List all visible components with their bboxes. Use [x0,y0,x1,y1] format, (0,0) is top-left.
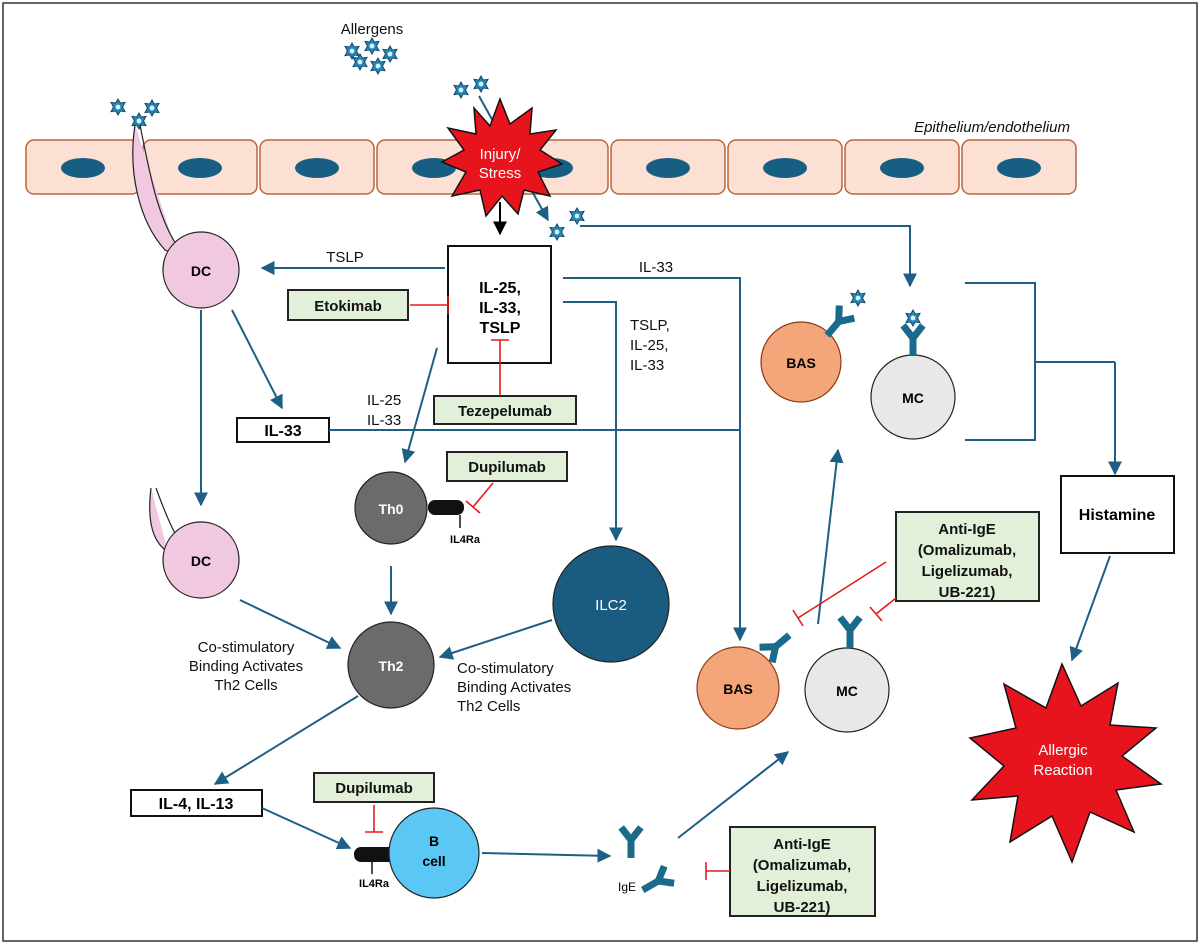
anti-ige-mid-inhibition-bas [797,561,887,619]
dupilumab-box-bottom: Dupilumab [313,772,435,803]
epithelium-label: Epithelium/endothelium [914,119,1070,136]
bas-cell-top: BAS [760,289,866,403]
il33-label: IL-33 [639,259,673,276]
allergen-cluster-top [344,37,398,75]
dc-cell-lower: DC [149,487,240,599]
th2-cell: Th2 [347,621,435,709]
mc-cell-bottom: MC [804,615,890,733]
bcell-label-1: B [429,833,439,849]
anti-ige-mid-line2: (Omalizumab, [918,542,1016,559]
costim-left-line3: Th2 Cells [214,677,277,694]
histamine-label: Histamine [1079,507,1156,524]
histamine-to-reaction-arrow [1069,555,1111,662]
costim-right-line2: Binding Activates [457,679,571,696]
tslp-il25-il33-il33: IL-33 [630,357,664,374]
cytokines-to-th0-arrow [401,347,438,464]
allergen-cluster-entering [549,207,585,241]
il4-to-bcell-arrow [261,807,352,850]
cytokine-il33: IL-33, [479,300,521,317]
ige-to-cells-arrow [677,751,790,839]
costim-right-line3: Th2 Cells [457,698,520,715]
ilc2-label: ILC2 [595,597,627,614]
dc-cell-top: DC [162,231,240,309]
tezepelumab-label: Tezepelumab [458,403,552,420]
ilc2-cell: ILC2 [552,545,670,663]
anti-ige-mid-line1: Anti-IgE [938,521,996,538]
allergic-reaction-burst [968,662,1163,865]
il25-il33-il25: IL-25 [367,392,401,409]
il4ra-receptor-top [428,500,464,528]
dc-label-top: DC [191,263,211,279]
histamine-box [1060,475,1175,554]
ilc2-to-th2-arrow [438,619,553,660]
il33-to-bas-arrow [563,277,747,642]
costim-left-line2: Binding Activates [189,658,303,675]
dc-label-lower: DC [191,553,211,569]
reaction-label: Reaction [1033,762,1092,779]
cytokine-il25: IL-25, [479,280,521,297]
il4ra-label-bottom: IL4Ra [359,878,390,890]
anti-ige-mid-line4: UB-221) [939,584,996,601]
cells-activation-arrow [817,448,844,625]
il4ra-receptor-bottom [354,847,396,874]
tslp-il25-il33-tslp: TSLP, [630,317,670,334]
costim-left-line1: Co-stimulatory [198,639,295,656]
anti-ige-box-bottom: Anti-IgE (Omalizumab, Ligelizumab, UB-22… [729,826,876,917]
allergen-cluster-left [110,98,160,130]
dc-to-il33-arrow [231,309,283,410]
il25-il33-il33: IL-33 [367,412,401,429]
tslp-label: TSLP [326,249,364,266]
injury-label: Injury/ [480,146,522,163]
anti-ige-bottom-line2: (Omalizumab, [753,857,851,874]
cytokine-tslp: TSLP [480,320,521,337]
mc-cell-top: MC [870,309,956,440]
bcell-label-2: cell [422,853,445,869]
stress-label: Stress [479,165,522,182]
bas-cell-bottom: BAS [696,625,798,730]
dc-dendrite [132,124,179,257]
anti-ige-bottom-line1: Anti-IgE [773,836,831,853]
il4-il13-label: IL-4, IL-13 [159,796,234,813]
etokimab-label: Etokimab [314,298,382,315]
costim-right-line1: Co-stimulatory [457,660,554,677]
anti-ige-mid-line3: Ligelizumab, [922,563,1013,580]
tslp-il25-il33-il25: IL-25, [630,337,668,354]
etokimab-box: Etokimab [287,289,409,321]
il4-il13-box [130,789,263,817]
b-cell: B cell [388,807,480,899]
ige-label: IgE [618,880,636,894]
dupilumab-label-bottom: Dupilumab [335,780,413,797]
cytokines-to-ilc2-arrow [563,301,623,542]
dupilumab-box-top: Dupilumab [446,451,568,482]
bas-label-bottom: BAS [723,681,753,697]
tezepelumab-box: Tezepelumab [433,395,577,425]
th2-to-il4-arrow [213,695,359,785]
dupilumab-top-inhibition [472,482,494,508]
anti-ige-mid-inhibition-mc [875,597,897,615]
allergen-to-mc-arrow [580,225,917,288]
dupilumab-label-top: Dupilumab [468,459,546,476]
bcell-to-ige-arrow [481,848,612,863]
il4ra-label-top: IL4Ra [450,534,481,546]
injury-stress-burst [440,96,564,218]
th0-cell: Th0 [354,471,428,545]
anti-ige-bottom-line4: UB-221) [774,899,831,916]
il33-box-label: IL-33 [264,423,301,440]
bas-label-top: BAS [786,355,816,371]
anti-ige-box-mid: Anti-IgE (Omalizumab, Ligelizumab, UB-22… [895,511,1040,602]
mc-label-bottom: MC [836,683,858,699]
dc-to-th2-arrow [239,599,342,649]
anti-ige-bottom-line3: Ligelizumab, [757,878,848,895]
mc-label-top: MC [902,390,924,406]
allergens-label: Allergens [341,21,404,38]
allergen-cluster-center [453,75,489,99]
th0-label: Th0 [379,501,404,517]
allergic-label: Allergic [1038,742,1088,759]
degranulation-bracket [965,282,1036,441]
th2-label: Th2 [379,658,404,674]
